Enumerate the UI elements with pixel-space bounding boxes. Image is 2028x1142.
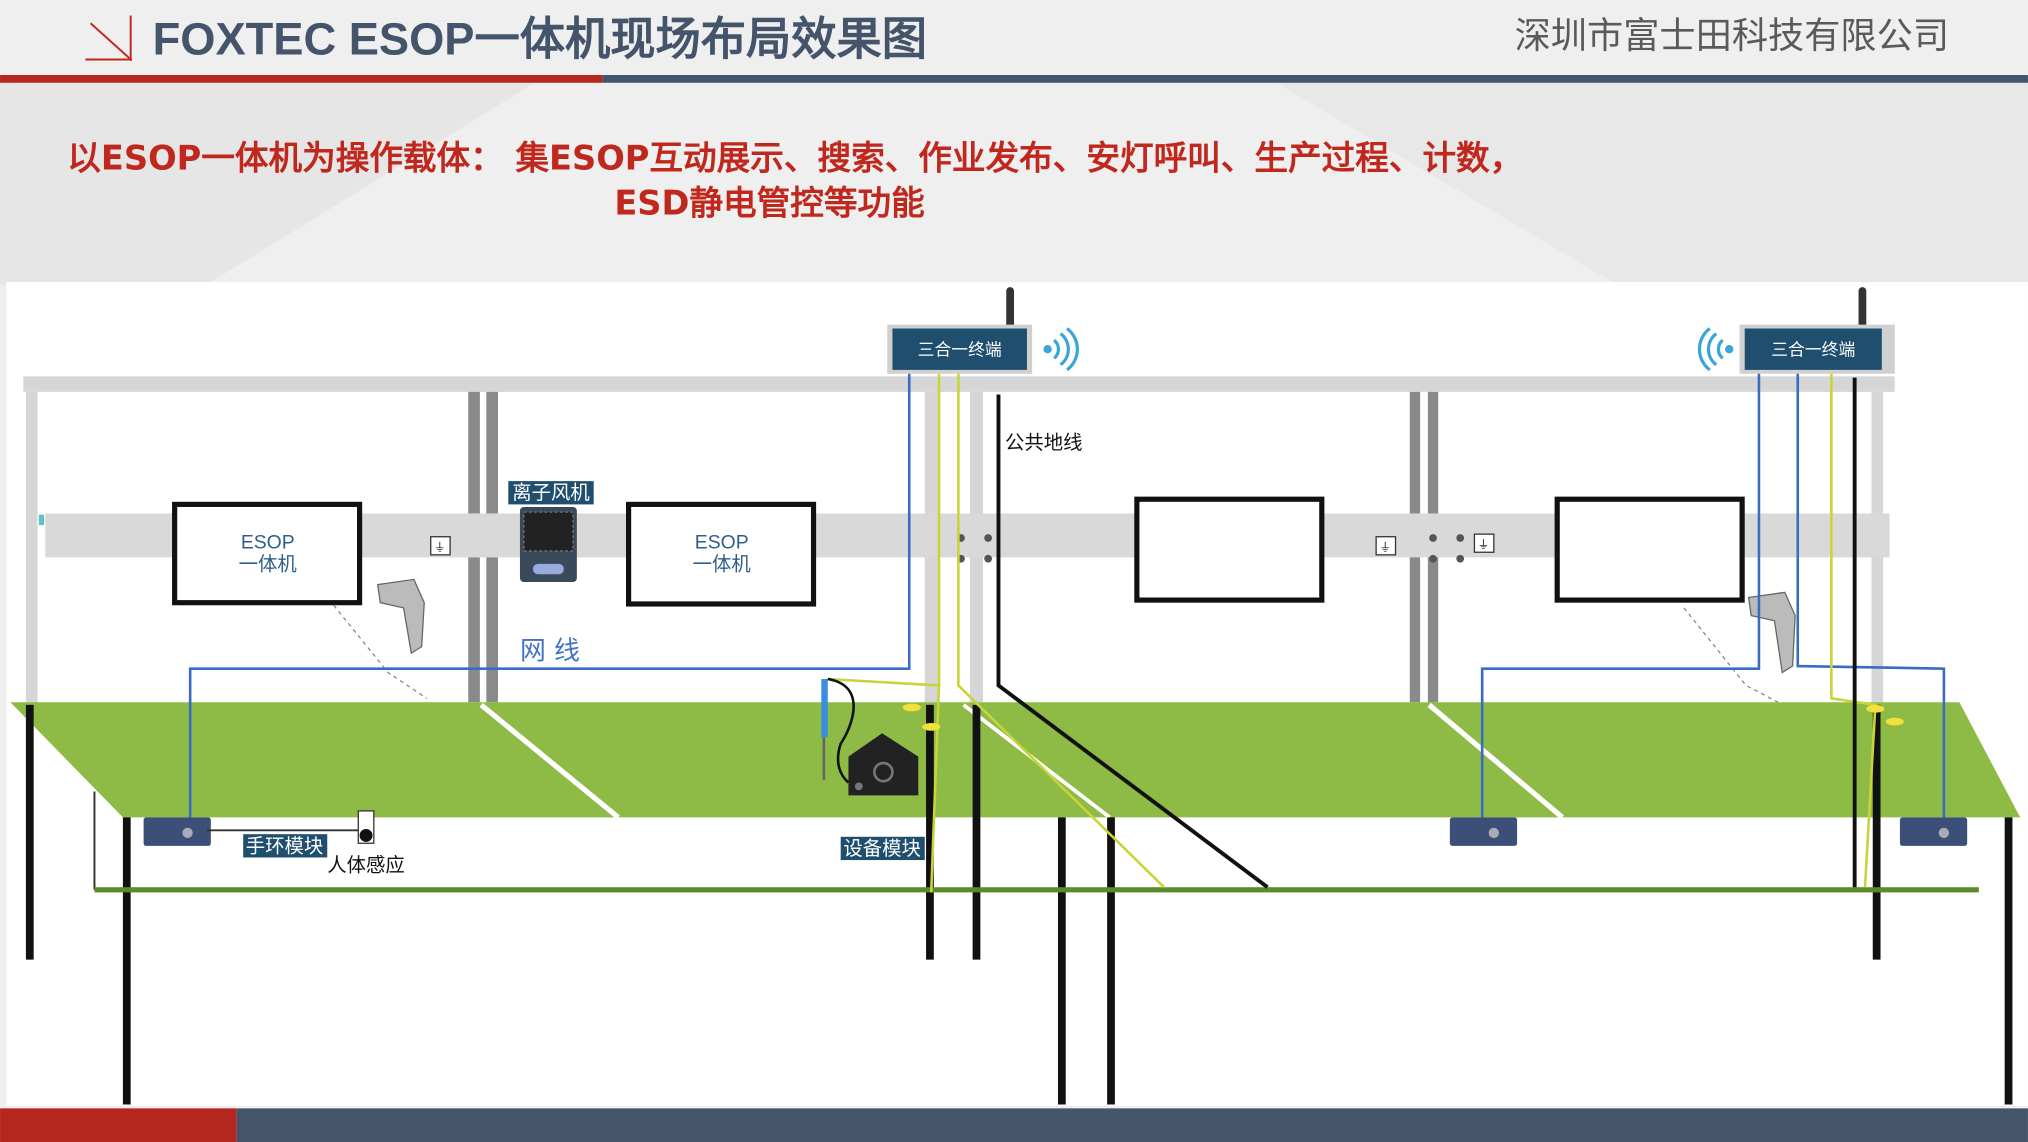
- bg-facet: [0, 77, 544, 285]
- header-bar-navy: [602, 75, 2028, 83]
- power-socket-icon: ⏚: [1473, 533, 1495, 553]
- device-module-tag: [840, 836, 925, 861]
- body-sensor-icon: [357, 810, 375, 844]
- bench-divider: [1427, 702, 1565, 820]
- common-ground-label: 公共地线: [1005, 431, 1083, 454]
- power-socket-icon: ⏚: [1375, 536, 1397, 556]
- esop-monitor[interactable]: [1554, 496, 1745, 603]
- ion-fan-tag: [508, 481, 594, 505]
- bench-module-icon: [1899, 817, 1968, 846]
- three-in-one-terminal[interactable]: 三合一终端: [1697, 287, 1895, 374]
- post: [25, 391, 38, 709]
- diagram-panel: [6, 281, 2028, 1106]
- bench-module-icon: [1449, 817, 1518, 846]
- network-cable-label: 网 线: [520, 637, 580, 667]
- svg-text:⏚: ⏚: [1478, 537, 1490, 551]
- soldering-station-icon: [821, 677, 919, 796]
- esop-monitor[interactable]: ESOP 一体机: [626, 501, 817, 607]
- power-socket-icon: ⏚: [430, 536, 451, 556]
- three-in-one-terminal[interactable]: 三合一终端: [887, 287, 1079, 374]
- common-ground-wire: [996, 377, 1857, 889]
- footer-bar-navy: [236, 1108, 2028, 1142]
- shelf-marker: [38, 514, 45, 526]
- monitor-label: ESOP: [695, 531, 749, 553]
- barcode-scanner-icon: [333, 578, 428, 699]
- subtitle-line2: ESD静电管控等功能: [614, 184, 924, 223]
- ground-point-icon: [902, 703, 1904, 731]
- body-sensor-label: 人体感应: [327, 854, 405, 877]
- wireless-signal-icon: [1043, 327, 1079, 372]
- footer-bar-red: [0, 1108, 237, 1142]
- bg-facet: [1267, 77, 2028, 285]
- page-title: FOXTEC ESOP一体机现场布局效果图: [153, 13, 927, 64]
- antenna-icon: [1006, 287, 1014, 329]
- ion-fan-icon: [519, 506, 577, 582]
- monitor-label: ESOP: [241, 531, 295, 553]
- ground-terminal-icon: [957, 534, 1465, 563]
- subtitle-line1: 以ESOP一体机为操作载体： 集ESOP互动展示、搜索、作业发布、安灯呼叫、生产…: [67, 138, 1523, 177]
- monitor-label: 一体机: [239, 553, 297, 575]
- terminal-label: 三合一终端: [1771, 340, 1855, 360]
- wireless-signal-icon: [1697, 327, 1734, 372]
- esop-monitor[interactable]: [1134, 496, 1325, 603]
- device-module-label: 设备模块: [843, 837, 921, 860]
- ground-rail: [94, 887, 1979, 893]
- layout-diagram: ⏚ ⏚ ⏚ ESOP 一体机 ESOP 一体机 离子风机: [6, 281, 2028, 1106]
- bench-legs: [25, 704, 2013, 1105]
- svg-text:⏚: ⏚: [434, 540, 446, 554]
- header-bar-red: [0, 75, 603, 83]
- network-cable: [188, 373, 1946, 828]
- workbench-top: [10, 702, 2021, 818]
- wristband-module-icon: [143, 817, 211, 846]
- ground-wire: [827, 373, 1877, 893]
- ion-fan-label: 离子风机: [512, 481, 590, 504]
- wristband-module-label: 手环模块: [246, 834, 324, 857]
- antenna-icon: [1858, 287, 1867, 329]
- terminal-label: 三合一终端: [918, 340, 1002, 360]
- svg-text:⏚: ⏚: [1379, 540, 1391, 554]
- company-name: 深圳市富士田科技有限公司: [1515, 14, 1949, 57]
- monitor-label: 一体机: [693, 553, 751, 575]
- esop-monitor[interactable]: ESOP 一体机: [172, 501, 363, 606]
- wristband-module-tag: [243, 834, 328, 858]
- header-arrow-icon: [85, 15, 132, 61]
- bench-divider: [479, 702, 620, 820]
